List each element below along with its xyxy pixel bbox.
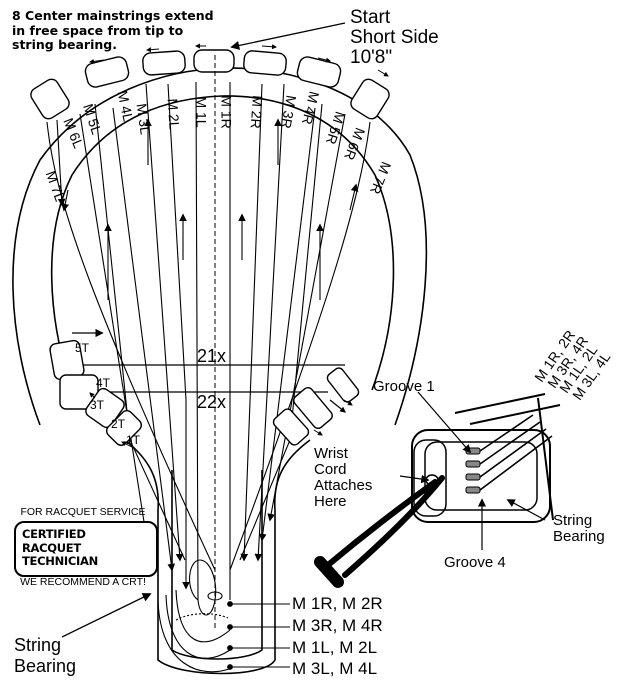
grooves <box>465 447 481 494</box>
groove-strings <box>479 414 553 491</box>
groove-4-label: Groove 4 <box>444 554 506 571</box>
crt-badge: CERTIFIED RACQUET TECHNICIAN <box>14 521 158 577</box>
start-arrow <box>230 22 346 50</box>
center-mainstrings-note: 8 Center mainstrings extend in free spac… <box>12 8 214 52</box>
wrist-cord-label: Wrist Cord Attaches Here <box>314 445 373 510</box>
cross-label-21x: 21x <box>197 346 227 366</box>
throat-label: 5T <box>75 341 90 355</box>
main-label: M 2R <box>247 94 266 130</box>
main-strings <box>46 81 371 601</box>
handle-string-bearing <box>157 559 233 673</box>
start-short-side-label: Start Short Side 10'8" <box>350 7 439 68</box>
throat-label: 1T <box>126 433 141 447</box>
main-label: M 2L <box>164 97 183 131</box>
throat-label: 3T <box>90 398 105 412</box>
legend-item: M 1L, M 2L <box>292 638 378 657</box>
groove-1-label: Groove 1 <box>373 378 435 395</box>
badge-bottom-text: WE RECOMMEND A CRT! <box>20 576 146 588</box>
legend-item: M 3R, M 4R <box>292 616 383 635</box>
string-bearing-label: String Bearing <box>14 635 77 676</box>
string-bearing-arrow <box>61 593 152 638</box>
throat-label: 2T <box>111 417 126 431</box>
tab-direction-arrows <box>89 43 389 77</box>
badge-top-text: FOR RACQUET SERVICE <box>20 506 146 518</box>
legend-leaders <box>227 601 290 670</box>
legend-item: M 1R, M 2R <box>292 594 383 613</box>
legend-item: M 3L, M 4L <box>292 659 378 678</box>
tip-bearing-tabs <box>30 49 390 120</box>
main-label: M 1L <box>193 96 210 128</box>
string-bearing-detail-label: String Bearing <box>553 512 605 545</box>
wrist-cord <box>314 475 445 588</box>
throat-tabs <box>49 339 360 447</box>
butt-cap-detail <box>411 393 561 523</box>
cross-label-22x: 22x <box>197 392 227 412</box>
throat-label: 4T <box>96 376 111 390</box>
main-label: M 1R <box>218 95 235 129</box>
